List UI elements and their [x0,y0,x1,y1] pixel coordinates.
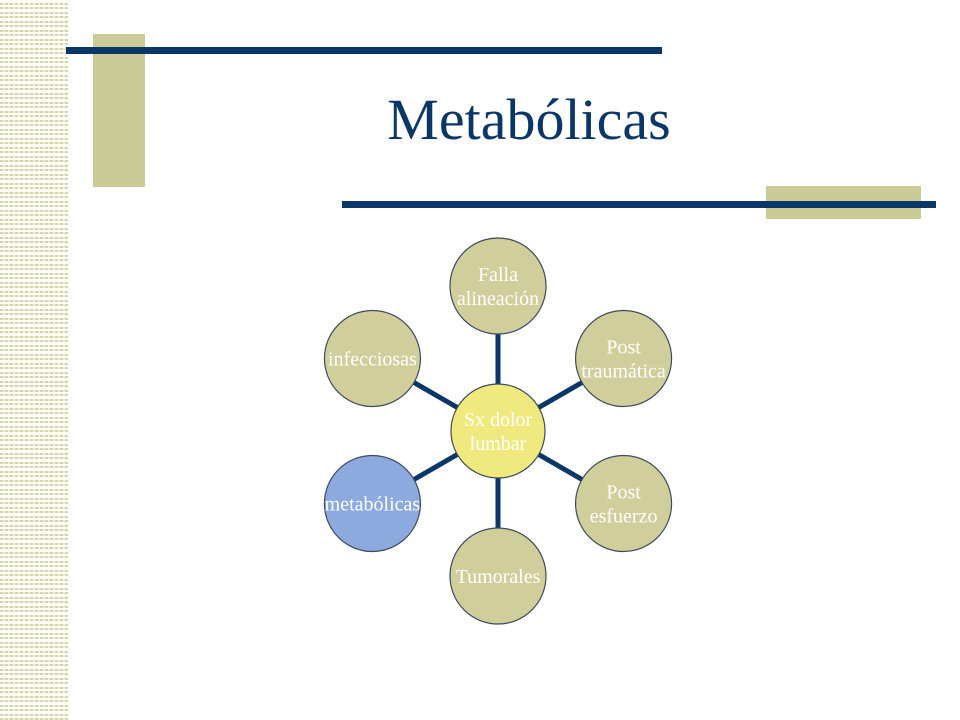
diagram-node-circle [323,309,422,408]
navy-bottom-rule [342,201,936,208]
slide-title: Metabólicas [387,87,671,152]
olive-vertical-bar [93,34,145,187]
diagram-node-label: Falla [478,264,518,286]
diagram-node: Tumorales [449,527,547,625]
diagram-center-node-label: Sx dolor [464,409,533,431]
diagram-node-circle [323,454,422,553]
diagram-node-label: traumática [581,361,666,383]
diagram-node-label: Post [606,482,641,504]
diagram-node-label: Post [606,337,641,359]
diagram-center-node-circle [450,383,546,479]
diagram-node: metabólicas [323,454,422,553]
diagram-node-label: alineación [457,288,539,310]
diagram-center-node-label: lumbar [470,433,527,455]
diagram-node: infecciosas [323,309,422,408]
navy-top-rule [66,47,662,54]
diagram-node-circle [574,454,673,553]
diagram-node-circle [574,309,673,408]
diagram-node-circle [449,237,547,335]
diagram-node-label: infecciosas [328,349,417,371]
diagram-node-label: esfuerzo [590,506,658,528]
diagram-node-circle [449,527,547,625]
left-stripe-decoration [0,0,68,720]
nodes: FallaalineaciónPosttraumáticaPostesfuerz… [323,237,673,625]
diagram-node-label: metabólicas [325,494,421,516]
diagram-node-label: Tumorales [456,566,541,588]
